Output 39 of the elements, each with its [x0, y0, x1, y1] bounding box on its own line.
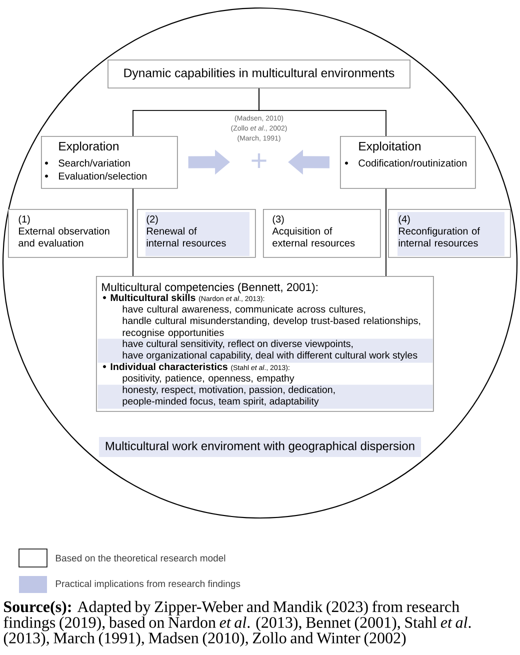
box-heading: Exploitation [359, 142, 420, 153]
concept-box [41, 136, 178, 189]
connector-line [132, 188, 134, 276]
step-number: (1) [18, 215, 30, 225]
competency-text: people-minded focus, team spirit, adaptability [122, 397, 319, 407]
competency-text: honesty, respect, motivation, passion, dedication, [122, 386, 335, 396]
legend-label: Practical implications from research findings [56, 580, 240, 589]
concept-box [388, 209, 511, 258]
subheading: Multicultural skills [110, 294, 196, 302]
concept-box [8, 209, 128, 258]
step-number: (2) [146, 215, 158, 225]
highlight-band [98, 384, 433, 409]
step-number: (4) [398, 215, 410, 225]
box-heading: Multicultural competencies (Bennett, 2001): [102, 282, 318, 294]
step-number: (3) [272, 215, 284, 225]
subheading: Individual characteristics [110, 362, 228, 370]
concept-box [263, 209, 381, 258]
box-label: Acquisition of external resources [272, 227, 355, 247]
competency-text: positivity, patience, openness, empathy [122, 374, 294, 384]
title-box: Dynamic capabilities in multicultural environments [108, 60, 410, 88]
box-label: External observation and evaluation [18, 227, 110, 247]
concept-box [137, 209, 256, 258]
source-caption: Source(s): Adapted by Zipper-Weber and Mandik (2023) from research findings (2019), based on Nardon et al. (2013), Bennet (2001), Stahl et al. (2013), March (1991), Madsen (2010), Zollo and Winter (2002) [4, 600, 471, 647]
text-band: Multicultural work enviroment with geographical dispersion [99, 437, 421, 457]
highlight-band [98, 338, 433, 363]
competency-text: have cultural awareness, communicate across cultures, [122, 305, 366, 314]
bullet-item: Search/variation [58, 159, 130, 167]
bullet-item: Codification/routinization [358, 159, 466, 167]
competency-text: have cultural sensitivity, reflect on diverse viewpoints, [122, 340, 353, 350]
box-heading: Exploration [59, 142, 118, 153]
plus-sign: + [252, 153, 266, 168]
concept-box [340, 136, 476, 189]
box-label: Renewal of internal resources [146, 227, 226, 247]
competency-text: have organizational capability, deal with different cultural work styles [122, 351, 418, 361]
legend-label: Based on the theoretical research model [56, 554, 226, 562]
circle-frame [2, 7, 518, 519]
box-label: Reconfiguration of internal resources [398, 227, 480, 247]
bullet-item: Evaluation/selection [59, 172, 146, 180]
connector-line [258, 88, 386, 136]
